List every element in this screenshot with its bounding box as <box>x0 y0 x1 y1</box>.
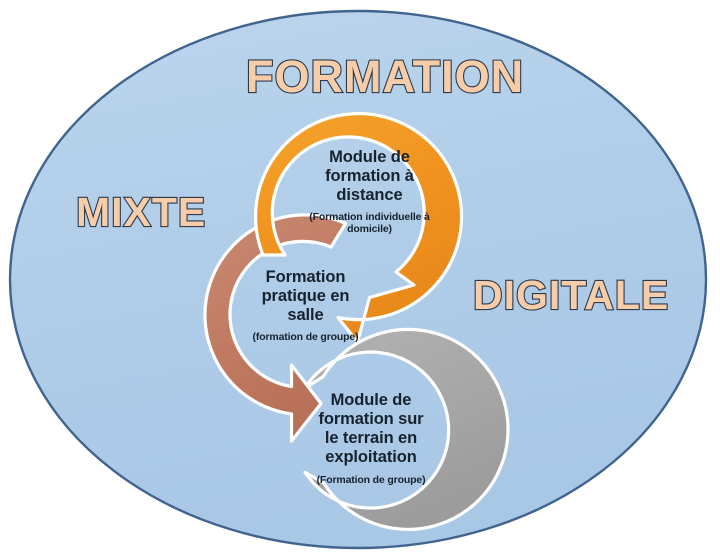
step-title-line: formation sur <box>318 410 424 429</box>
step-title-line: salle <box>287 306 324 325</box>
step-title-terrain: Module de formation sur le terrain en ex… <box>302 391 440 468</box>
step-subtitle-terrain: (Formation de groupe) <box>302 474 440 486</box>
step-ring-distance <box>253 111 464 344</box>
step-subtitle-line: (formation de groupe) <box>252 331 359 344</box>
step-ring-salle <box>203 213 348 443</box>
main-ellipse <box>8 9 708 550</box>
step-ring-terrain <box>303 327 510 531</box>
step-title-distance: Module de formation à distance <box>297 148 442 205</box>
step-title-line: pratique en <box>261 287 350 306</box>
heading-mixte: MIXTE <box>75 189 207 235</box>
step-title-line: distance <box>336 186 403 205</box>
step-subtitle-salle: (formation de groupe) <box>238 331 373 343</box>
step-title-line: Module de <box>329 148 410 166</box>
step-title-line: Module de <box>330 391 412 409</box>
step-subtitle-line: (Formation de groupe) <box>316 473 426 486</box>
step-subtitle-distance: (Formation individuelle à domicile) <box>297 211 442 235</box>
heading-formation: FORMATION <box>245 51 525 102</box>
step-subtitle-line: domicile) <box>347 223 392 236</box>
step-title-line: Formation <box>265 268 346 286</box>
step-label-terrain: Module de formation sur le terrain en ex… <box>302 391 440 486</box>
step-title-salle: Formation pratique en salle <box>238 268 373 325</box>
step-title-line: le terrain en <box>324 429 418 448</box>
step-title-line: exploitation <box>325 448 417 467</box>
step-subtitle-line: (Formation individuelle à <box>309 211 430 224</box>
heading-digitale: DIGITALE <box>472 272 670 318</box>
step-label-salle: Formation pratique en salle (formation d… <box>238 268 373 343</box>
step-title-line: formation à <box>325 167 414 186</box>
step-label-distance: Module de formation à distance (Formatio… <box>297 148 442 236</box>
